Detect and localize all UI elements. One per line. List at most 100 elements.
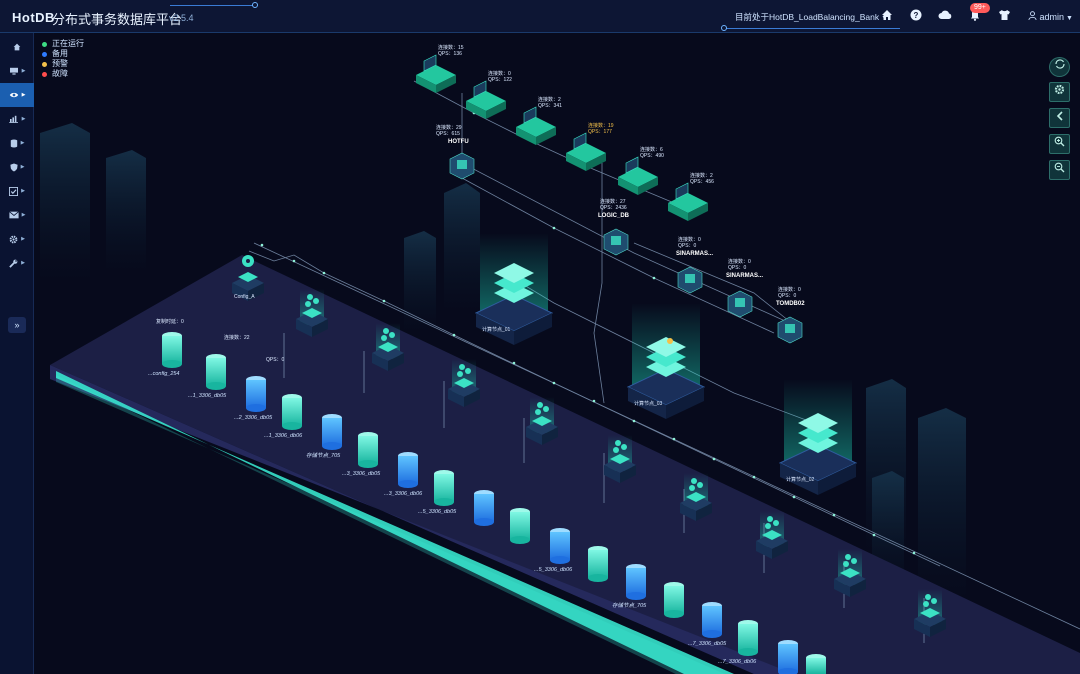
data-source[interactable]: 复制时延：0 ...config_254 (148, 318, 184, 377)
data-source[interactable] (588, 546, 608, 582)
storage-node[interactable] (756, 511, 788, 559)
storage-node[interactable] (914, 589, 946, 637)
legend-label: 故障 (52, 69, 68, 78)
compute-node[interactable]: 计算节点_01 (474, 233, 554, 345)
logic-db-node[interactable]: 连接数：0 QPS：0 SINARMAS... (726, 258, 763, 318)
cloud-icon[interactable] (938, 9, 952, 23)
storage-node[interactable] (680, 473, 712, 521)
app-qps: QPS：341 (538, 103, 562, 109)
logic-db-node[interactable]: 连接数：29 QPS：615 HOTFU (436, 124, 475, 180)
chevron-right-icon: ▶ (21, 92, 26, 98)
app-qps: QPS：136 (438, 51, 462, 57)
data-source[interactable]: 存储节点_705 (306, 414, 342, 459)
header-glow-dot (252, 2, 258, 8)
refresh-button[interactable] (1049, 57, 1070, 77)
gear-icon (9, 235, 18, 243)
app-node[interactable]: 连接数：2 QPS：341 (516, 96, 562, 145)
user-name: admin (1039, 12, 1065, 22)
logic-db-node[interactable]: 连接数：0 QPS：0 TOMDB02 (776, 286, 805, 344)
data-source[interactable]: ...7_3306_db06 (718, 620, 758, 665)
zoom-out-button[interactable] (1049, 160, 1070, 180)
data-source[interactable]: 连接数：22 ...1_3306_db05 (188, 334, 250, 399)
storage-node[interactable]: Config_A (232, 255, 264, 301)
sidebar-item-chart[interactable]: ▶ (0, 107, 34, 131)
user-menu[interactable]: admin▼ (1028, 11, 1073, 22)
data-source[interactable]: ...5_3306_db06 (534, 528, 573, 573)
data-source[interactable] (474, 490, 494, 526)
data-sources: 复制时延：0 ...config_254 连接数：22 ...1_3306_db… (148, 318, 826, 674)
app-title: 分布式事务数据库平台 (52, 12, 183, 27)
database-icon (10, 139, 17, 147)
data-source[interactable]: QPS：0 ...2_3306_db05 (234, 357, 285, 421)
sidebar-item-check[interactable]: ▶ (0, 179, 34, 203)
data-source[interactable]: ...5_3306_db05 (418, 470, 457, 515)
data-source[interactable] (510, 508, 530, 544)
chevron-right-icon: ▶ (21, 68, 26, 74)
storage-node[interactable] (372, 323, 404, 371)
storage-node-name: Config_A (234, 294, 255, 300)
status-dot (42, 41, 47, 47)
compute-node[interactable]: 计算节点_03 (626, 303, 706, 419)
storage-node[interactable] (448, 359, 480, 407)
sidebar-item-tools[interactable]: ▶ (0, 251, 34, 275)
help-icon[interactable]: ? (909, 9, 923, 23)
data-source[interactable]: ...1_3306_db06 (264, 394, 303, 439)
eye-icon (9, 92, 18, 98)
logic-db-conn: 连接数：0 (678, 236, 701, 243)
shirt-icon[interactable] (997, 9, 1011, 23)
ds-name: ...3_3306_db05 (342, 471, 381, 477)
chevron-right-icon: ▶ (21, 212, 26, 218)
header-glow-line (170, 0, 256, 6)
chart-icon (8, 115, 18, 123)
logic-db-node[interactable]: 连接数：0 QPS：0 SINARMAS... (676, 236, 713, 294)
logo[interactable]: HotDB (12, 10, 55, 25)
data-source[interactable]: ...3_3306_db05 (342, 432, 381, 477)
compute-node[interactable]: 计算节点_02 (778, 379, 858, 495)
sidebar-item-mail[interactable]: ▶ (0, 203, 34, 227)
ds-qps: QPS：0 (266, 357, 285, 363)
zoom-in-icon (1054, 136, 1065, 147)
sidebar-item-home[interactable] (0, 35, 34, 59)
status-dot (42, 61, 47, 67)
sidebar-item-settings[interactable]: ▶ (0, 227, 34, 251)
logic-db-node[interactable]: 连接数：27 QPS：2436 LOGIC_DB (598, 198, 630, 256)
data-source[interactable] (664, 582, 684, 618)
logic-db-qps: QPS：0 (678, 243, 697, 249)
storage-node[interactable] (834, 549, 866, 597)
sidebar-item-view[interactable]: ▶ (0, 83, 34, 107)
app-node[interactable]: 连接数：0 QPS：122 (466, 70, 512, 119)
data-source[interactable] (778, 640, 798, 674)
data-source[interactable]: ...3_3306_db06 (384, 452, 423, 497)
app-node[interactable]: 连接数：19 QPS：177 (566, 122, 614, 171)
sidebar-item-security[interactable]: ▶ (0, 155, 34, 179)
storage-node[interactable] (526, 397, 558, 445)
collapse-button[interactable] (1049, 108, 1070, 128)
sidebar-item-database[interactable]: ▶ (0, 131, 34, 155)
compute-node-name: 计算节点_03 (634, 400, 663, 407)
storage-node[interactable] (604, 435, 636, 483)
data-source[interactable]: 存储节点_705 (612, 564, 647, 609)
app-node[interactable]: 连接数：15 QPS：136 (416, 44, 464, 93)
sidebar: ▶ ▶ ▶ ▶ ▶ ▶ ▶ ▶ ▶ » (0, 33, 34, 674)
settings-button[interactable] (1049, 82, 1070, 102)
home-icon[interactable] (880, 9, 894, 23)
legend-item-warning: 预警 (42, 59, 84, 69)
app-node[interactable]: 连接数：2 QPS：456 (668, 172, 714, 221)
data-source[interactable] (806, 654, 826, 674)
platform (50, 255, 1080, 674)
legend-item-fault: 故障 (42, 69, 84, 79)
storage-node[interactable] (296, 289, 328, 337)
logic-db-name: HOTFU (448, 139, 469, 145)
sidebar-expand-button[interactable]: » (8, 317, 26, 333)
zoom-in-button[interactable] (1049, 134, 1070, 154)
data-source[interactable]: ...7_3306_db05 (688, 602, 727, 647)
app-node[interactable]: 连接数：6 QPS：490 (618, 146, 664, 195)
sidebar-item-monitor[interactable]: ▶ (0, 59, 34, 83)
ds-name: ...1_3306_db05 (188, 393, 227, 399)
logic-db-qps: QPS：0 (728, 265, 747, 271)
chevron-right-icon: ▶ (21, 116, 26, 122)
location-selector[interactable]: 目前处于HotDB_LoadBalancing_Bank▼ (735, 11, 888, 23)
shield-icon (9, 163, 18, 171)
logic-db-conn: 连接数：0 (778, 286, 801, 293)
